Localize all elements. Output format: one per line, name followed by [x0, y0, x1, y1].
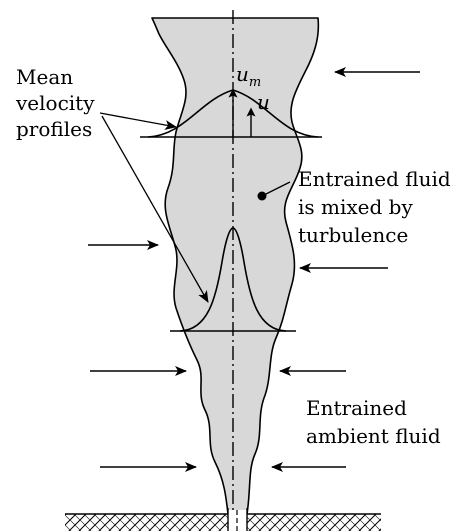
label-u-m-main: u	[236, 62, 249, 86]
label-mean-line2: velocity	[15, 91, 95, 115]
label-mean-line1: Mean	[16, 65, 73, 89]
label-u: u	[257, 90, 270, 114]
label-entrained-ambient-line2: ambient fluid	[306, 424, 441, 448]
label-entrained-mixed-line1: Entrained fluid	[298, 167, 451, 191]
label-entrained-ambient-line1: Entrained	[306, 396, 407, 420]
label-entrained-mixed-line3: turbulence	[298, 223, 408, 247]
label-u-m-sub: m	[249, 75, 261, 90]
jet-body	[152, 18, 318, 514]
label-entrained-mixed-line2: is mixed by	[298, 195, 413, 219]
label-mean-line3: profiles	[16, 117, 92, 141]
ground-hatching	[65, 514, 381, 531]
leader-to-upper-profile	[100, 113, 176, 127]
